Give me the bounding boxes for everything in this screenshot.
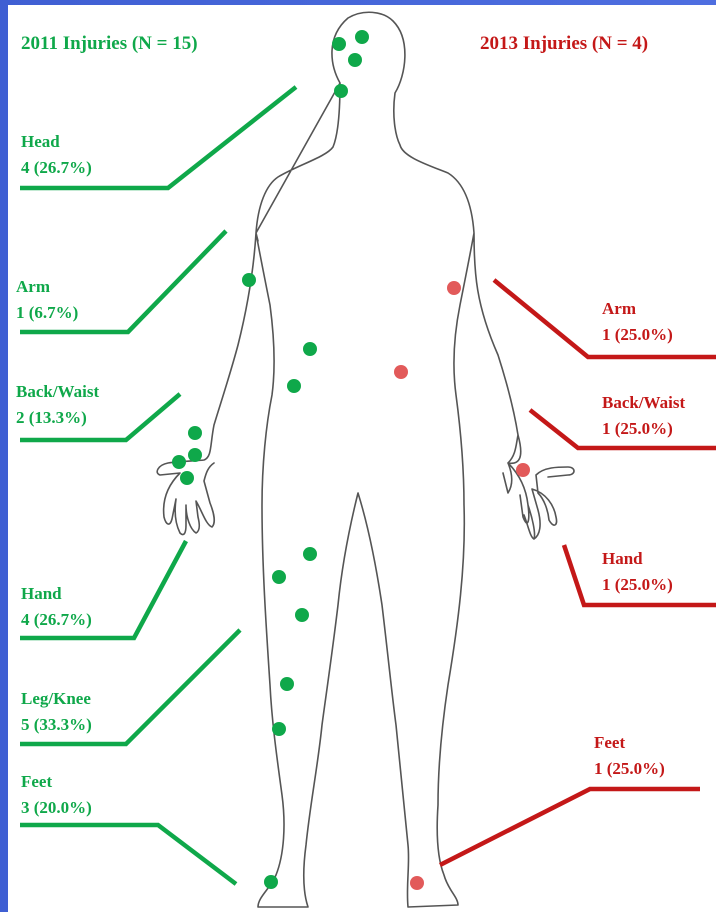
- label-value: 1 (25.0%): [594, 756, 665, 782]
- injury-dot: [287, 379, 301, 393]
- injury-dot: [303, 547, 317, 561]
- injury-dot: [394, 365, 408, 379]
- label-value: 3 (20.0%): [21, 795, 92, 821]
- header-2011: 2011 Injuries (N = 15): [21, 33, 198, 55]
- label-name: Arm: [602, 296, 673, 322]
- label-name: Hand: [602, 546, 673, 572]
- label-value: 1 (25.0%): [602, 416, 685, 442]
- label-feet-2011: Feet 3 (20.0%): [21, 769, 92, 821]
- label-head-2011: Head 4 (26.7%): [21, 129, 92, 181]
- header-2013: 2013 Injuries (N = 4): [480, 33, 648, 55]
- label-value: 1 (25.0%): [602, 322, 673, 348]
- label-value: 2 (13.3%): [16, 405, 99, 431]
- label-name: Back/Waist: [602, 390, 685, 416]
- label-name: Feet: [21, 769, 92, 795]
- label-hand-2011: Hand 4 (26.7%): [21, 581, 92, 633]
- injury-dot: [172, 455, 186, 469]
- injury-dot: [410, 876, 424, 890]
- injury-dot: [334, 84, 348, 98]
- label-value: 4 (26.7%): [21, 607, 92, 633]
- injury-dot: [332, 37, 346, 51]
- label-arm-2013: Arm 1 (25.0%): [602, 296, 673, 348]
- label-value: 1 (25.0%): [602, 572, 673, 598]
- label-name: Feet: [594, 730, 665, 756]
- label-back-2011: Back/Waist 2 (13.3%): [16, 379, 99, 431]
- label-back-2013: Back/Waist 1 (25.0%): [602, 390, 685, 442]
- body-injury-diagram: 2011 Injuries (N = 15) 2013 Injuries (N …: [8, 5, 716, 912]
- injury-dot: [280, 677, 294, 691]
- injury-dot: [188, 426, 202, 440]
- injury-dot: [348, 53, 362, 67]
- injury-dot: [272, 722, 286, 736]
- injury-dot: [272, 570, 286, 584]
- connector-feet-2011: [20, 825, 236, 884]
- injury-dot: [355, 30, 369, 44]
- label-name: Arm: [16, 274, 78, 300]
- injury-dot: [295, 608, 309, 622]
- label-name: Hand: [21, 581, 92, 607]
- label-name: Leg/Knee: [21, 686, 92, 712]
- label-name: Back/Waist: [16, 379, 99, 405]
- label-value: 4 (26.7%): [21, 155, 92, 181]
- injury-dot: [242, 273, 256, 287]
- label-arm-2011: Arm 1 (6.7%): [16, 274, 78, 326]
- injury-dot: [447, 281, 461, 295]
- label-value: 5 (33.3%): [21, 712, 92, 738]
- label-name: Head: [21, 129, 92, 155]
- label-hand-2013: Hand 1 (25.0%): [602, 546, 673, 598]
- injury-dot: [303, 342, 317, 356]
- label-value: 1 (6.7%): [16, 300, 78, 326]
- connector-feet-2013: [440, 789, 700, 865]
- injury-dot: [516, 463, 530, 477]
- label-feet-2013: Feet 1 (25.0%): [594, 730, 665, 782]
- injury-dot: [264, 875, 278, 889]
- injury-dot: [188, 448, 202, 462]
- label-leg-2011: Leg/Knee 5 (33.3%): [21, 686, 92, 738]
- injury-dot: [180, 471, 194, 485]
